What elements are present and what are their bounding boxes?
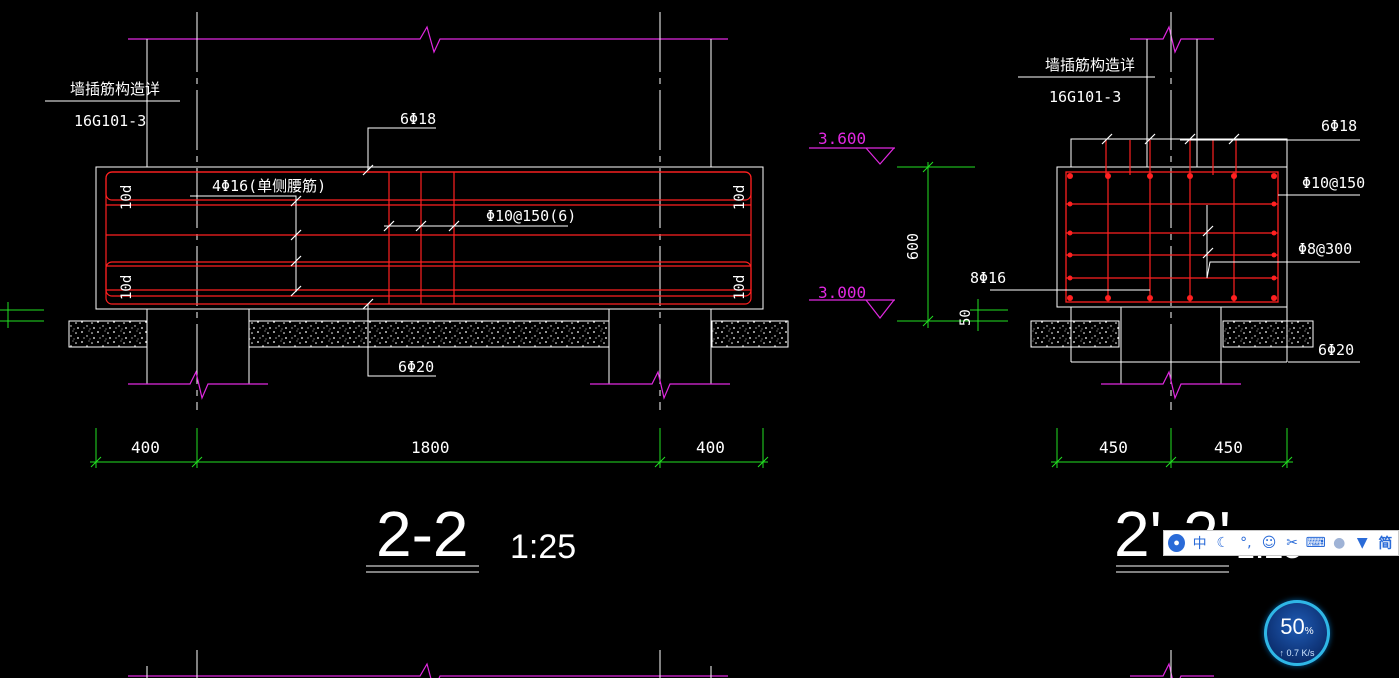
- ime-user-icon[interactable]: ●: [1333, 535, 1346, 551]
- height-dimension: 600: [904, 233, 922, 260]
- dimension-middle: 1800: [411, 438, 450, 457]
- beam-outline: [95, 166, 764, 310]
- section-title-left: 2-2: [376, 498, 469, 570]
- next-drawing-partial: [128, 650, 1214, 678]
- top-bar-label-left: 6Φ18: [400, 110, 436, 128]
- section-scale-left: 1:25: [510, 528, 576, 566]
- tie-label-right: Φ8@300: [1298, 240, 1352, 258]
- bottom-bar-label-left: 6Φ20: [398, 358, 434, 376]
- speed-rate: ↑ 0.7 K/s: [1279, 648, 1315, 658]
- column-top-break-line: [1130, 25, 1214, 54]
- rebar-cage-outer: [105, 171, 752, 305]
- wall-note-title-left: 墙插筋构造详: [70, 80, 160, 98]
- stirrup-label-left: Φ10@150(6): [486, 207, 576, 225]
- column-bottom-break-line: [1101, 370, 1241, 400]
- bottom-bar-label-right: 6Φ20: [1318, 341, 1354, 359]
- anchor-label-top-right: 10d: [732, 185, 748, 210]
- top-bar-label-right: 6Φ18: [1321, 117, 1357, 135]
- waist-bar-label: 4Φ16(单侧腰筋): [212, 177, 326, 195]
- column-break-line-left: [128, 370, 268, 400]
- ime-skin-shirt-icon[interactable]: ▼: [1356, 535, 1368, 551]
- concrete-slab-right: [711, 320, 789, 348]
- cross-section-stirrup-outer: [1065, 171, 1279, 303]
- ime-punctuation-icon[interactable]: °,: [1240, 535, 1252, 551]
- elevation-markers: 3.600 3.000 600 50: [809, 129, 1008, 331]
- wall-note-ref-right: 16G101-3: [1049, 88, 1121, 106]
- dimension-left: 400: [131, 438, 160, 457]
- anchor-label-top-left: 10d: [119, 185, 135, 210]
- elevation-top: 3.600: [818, 129, 866, 148]
- wall-note-ref-left: 16G101-3: [74, 112, 146, 130]
- ime-chinese-mode-button[interactable]: 中: [1192, 536, 1207, 552]
- wall-note-title-right: 墙插筋构造详: [1045, 56, 1135, 74]
- side-bar-label-right: 8Φ16: [970, 269, 1006, 287]
- ime-simplified-button[interactable]: 简: [1378, 536, 1393, 552]
- dimension-right: 400: [696, 438, 725, 457]
- small-dimension: 50: [958, 309, 974, 326]
- ime-emoji-icon[interactable]: ☺: [1261, 535, 1277, 551]
- dimension-right-right: 450: [1214, 438, 1243, 457]
- dimension-right-left: 450: [1099, 438, 1128, 457]
- wall-top-break-line: [128, 25, 728, 54]
- beam-cross-section: [1056, 166, 1288, 308]
- anchor-label-bottom-right: 10d: [732, 275, 748, 300]
- section-2p-2p: 墙插筋构造详 16G101-3 6Φ18 Φ10@150 Φ8@300 8Φ16…: [970, 12, 1365, 573]
- ime-half-width-moon-icon[interactable]: ☾: [1216, 535, 1230, 551]
- column-break-line-right: [590, 370, 730, 400]
- ime-toolbar[interactable]: ● 中 ☾ °, ☺ ✂ ⌨ ● ▼ 简: [1163, 530, 1399, 556]
- ime-scissors-icon[interactable]: ✂: [1286, 535, 1298, 551]
- ime-logo-icon[interactable]: ●: [1168, 534, 1186, 552]
- concrete-slab-mid: [248, 320, 610, 348]
- ime-keyboard-icon[interactable]: ⌨: [1305, 535, 1326, 551]
- network-speed-widget[interactable]: 50% ↑ 0.7 K/s: [1264, 600, 1330, 666]
- concrete-slab-left: [68, 320, 148, 348]
- section-2-2: 墙插筋构造详 16G101-3 6Φ18 4Φ16(单侧腰筋) Φ10@150(…: [0, 12, 789, 573]
- elevation-bottom: 3.000: [818, 283, 866, 302]
- stirrup-label-right: Φ10@150: [1302, 174, 1365, 192]
- concrete-slab-right-left: [1030, 320, 1120, 348]
- concrete-slab-right-right: [1222, 320, 1314, 348]
- anchor-label-bottom-left: 10d: [119, 275, 135, 300]
- speed-percent: 50%: [1280, 614, 1314, 639]
